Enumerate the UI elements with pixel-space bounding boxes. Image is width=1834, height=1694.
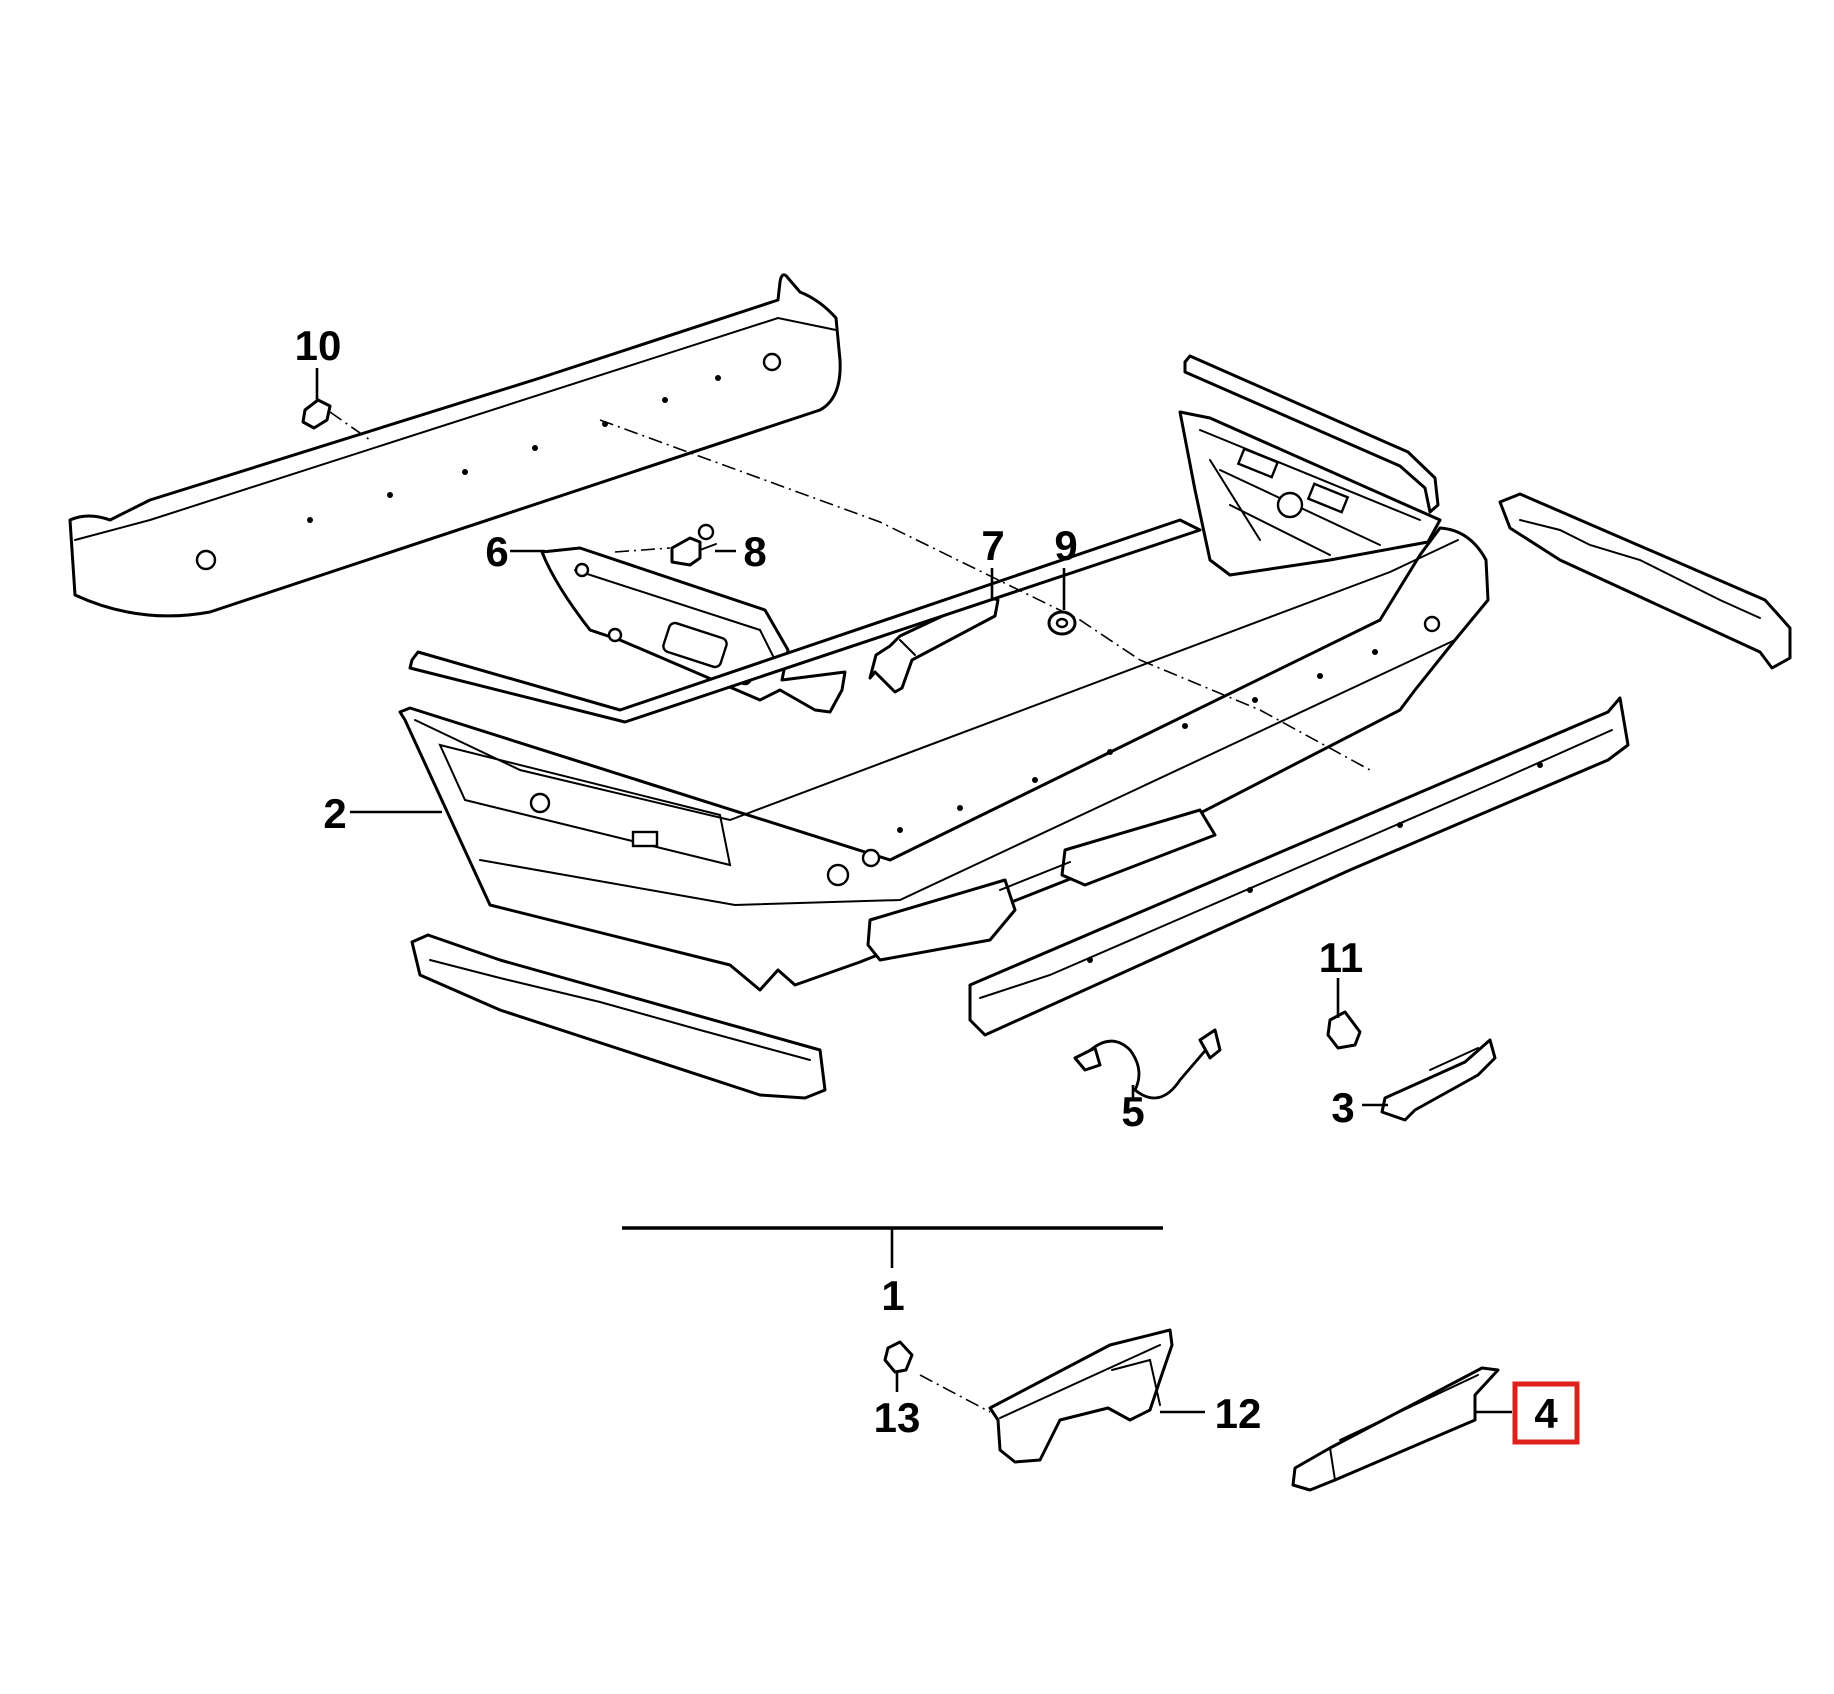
clip-13	[883, 1340, 914, 1374]
lower-trim-strip-left	[410, 933, 827, 1100]
lower-trim-strip-right	[968, 696, 1630, 1037]
bumper-frame-inner	[1178, 354, 1442, 577]
bumper-cover-2	[398, 518, 1490, 992]
clip-11	[1326, 1010, 1362, 1050]
callout-8: 8	[743, 528, 766, 575]
callout-7: 7	[981, 522, 1004, 569]
callout-13: 13	[874, 1394, 921, 1441]
bracket-4	[1291, 1366, 1500, 1492]
callout-11: 11	[1319, 934, 1363, 981]
callout-2: 2	[323, 790, 346, 837]
highlight-box	[1512, 1381, 1580, 1445]
callout-4: 4	[1534, 1390, 1558, 1437]
callout-1: 1	[881, 1272, 904, 1319]
callout-4-highlight[interactable]: 4	[1512, 1381, 1580, 1445]
grommet-9	[1047, 610, 1077, 636]
leader-lines	[315, 368, 1512, 1414]
alignment-lines	[329, 411, 1371, 1413]
cable-5	[1073, 1028, 1222, 1100]
callout-9: 9	[1054, 522, 1077, 569]
callout-12: 12	[1215, 1390, 1262, 1437]
bumper-bar-upper	[68, 273, 842, 618]
callout-10: 10	[295, 322, 342, 369]
bracket-12	[988, 1328, 1174, 1464]
callout-3: 3	[1331, 1084, 1354, 1131]
bracket-3	[1380, 1038, 1497, 1122]
screw-8	[670, 523, 717, 567]
callout-6: 6	[485, 528, 508, 575]
clip-10	[301, 398, 332, 430]
lower-mount-brackets	[866, 808, 1217, 962]
callout-5: 5	[1121, 1088, 1144, 1135]
side-trim-upper-right	[1498, 492, 1792, 670]
